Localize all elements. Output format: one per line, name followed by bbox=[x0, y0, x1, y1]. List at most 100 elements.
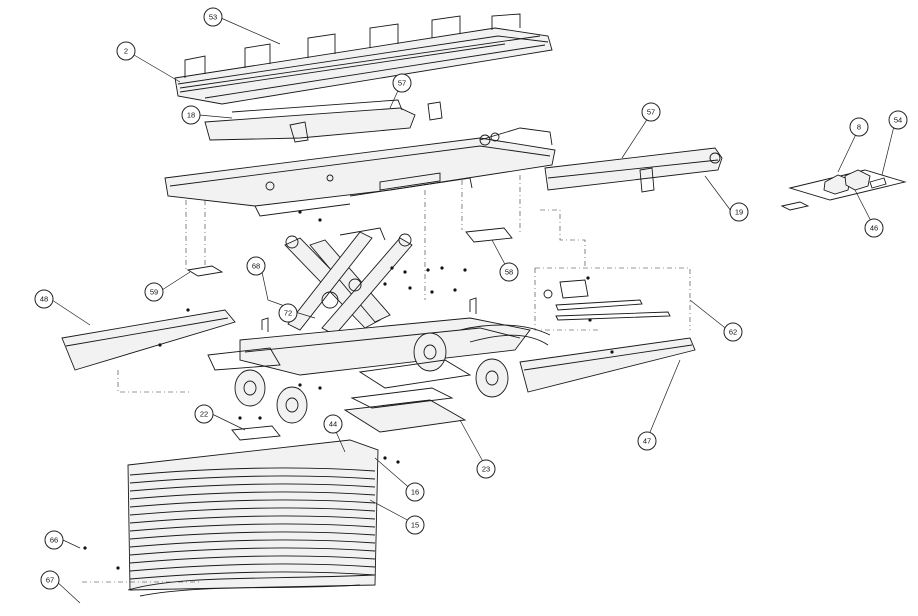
callout-label: 59 bbox=[150, 288, 158, 297]
slide-assembly bbox=[543, 279, 671, 321]
scissor-lift bbox=[284, 227, 413, 336]
side-rail bbox=[544, 147, 723, 193]
callout-label: 47 bbox=[643, 437, 651, 446]
callout-label: 53 bbox=[209, 13, 217, 22]
bellows-fold bbox=[129, 547, 376, 556]
screw bbox=[186, 308, 190, 312]
screw bbox=[610, 350, 614, 354]
callout-label: 16 bbox=[411, 488, 419, 497]
bellows-fold bbox=[129, 571, 376, 580]
callout-label: 44 bbox=[329, 420, 337, 429]
bellows-fold bbox=[129, 499, 376, 508]
callout-18[interactable]: 18 bbox=[181, 105, 201, 125]
callout-label: 15 bbox=[411, 521, 419, 530]
callout-label: 22 bbox=[200, 410, 208, 419]
screw bbox=[383, 282, 387, 286]
small-plates bbox=[186, 227, 513, 441]
callout-label: 66 bbox=[50, 536, 58, 545]
callout-22[interactable]: 22 bbox=[194, 404, 214, 424]
screw bbox=[408, 286, 412, 290]
upper-cross-member bbox=[204, 99, 443, 143]
side-cover-right bbox=[519, 337, 696, 393]
screw bbox=[426, 268, 430, 272]
screw bbox=[396, 460, 400, 464]
screw bbox=[453, 288, 457, 292]
caster-front-right bbox=[276, 386, 308, 424]
callout-label: 19 bbox=[735, 208, 743, 217]
screw bbox=[158, 343, 162, 347]
callout-15[interactable]: 15 bbox=[405, 515, 425, 535]
bellows-fold bbox=[129, 563, 376, 572]
callout-59[interactable]: 59 bbox=[144, 282, 164, 302]
screw bbox=[83, 546, 87, 550]
under-tray bbox=[343, 359, 472, 433]
callout-label: 2 bbox=[124, 47, 128, 56]
screw bbox=[318, 386, 322, 390]
bellows-fold bbox=[129, 531, 376, 540]
callout-53[interactable]: 53 bbox=[203, 7, 223, 27]
callout-58[interactable]: 58 bbox=[499, 262, 519, 282]
bellows-fold bbox=[129, 515, 376, 524]
fasteners bbox=[83, 210, 614, 570]
callout-66[interactable]: 66 bbox=[44, 530, 64, 550]
callout-67[interactable]: 67 bbox=[40, 570, 60, 590]
callout-62[interactable]: 62 bbox=[723, 322, 743, 342]
screw bbox=[440, 266, 444, 270]
callout-label: 72 bbox=[284, 309, 292, 318]
screw bbox=[298, 383, 302, 387]
callout-46[interactable]: 46 bbox=[864, 218, 884, 238]
screw bbox=[258, 416, 262, 420]
screw bbox=[238, 416, 242, 420]
screw bbox=[116, 566, 120, 570]
callout-16[interactable]: 16 bbox=[405, 482, 425, 502]
callout-label: 54 bbox=[894, 116, 902, 125]
callout-44[interactable]: 44 bbox=[323, 414, 343, 434]
callout-label: 67 bbox=[46, 576, 54, 585]
callout-8[interactable]: 8 bbox=[849, 117, 869, 137]
bellows-fold bbox=[129, 483, 376, 492]
caster-rear-left bbox=[413, 332, 447, 372]
screw bbox=[430, 290, 434, 294]
main-frame bbox=[164, 127, 556, 217]
bellows-fold bbox=[129, 523, 376, 532]
callout-68[interactable]: 68 bbox=[246, 256, 266, 276]
screw bbox=[383, 456, 387, 460]
casters bbox=[234, 332, 509, 424]
callout-label: 46 bbox=[870, 224, 878, 233]
bellows-cover bbox=[127, 439, 379, 597]
callout-47[interactable]: 47 bbox=[637, 431, 657, 451]
base-frame bbox=[207, 297, 551, 376]
screw bbox=[403, 270, 407, 274]
callout-57-side[interactable]: 57 bbox=[641, 102, 661, 122]
callout-label: 57 bbox=[647, 108, 655, 117]
caster-rear-right bbox=[475, 358, 509, 398]
bellows-fold bbox=[129, 539, 376, 548]
bellows-fold bbox=[129, 467, 376, 476]
callout-label: 57 bbox=[398, 79, 406, 88]
bellows-fold bbox=[129, 475, 376, 484]
side-cover-left bbox=[61, 309, 236, 371]
callout-label: 18 bbox=[187, 111, 195, 120]
bellows-fold bbox=[129, 491, 376, 500]
callout-19[interactable]: 19 bbox=[729, 202, 749, 222]
callout-48[interactable]: 48 bbox=[34, 289, 54, 309]
callout-2[interactable]: 2 bbox=[116, 41, 136, 61]
callout-23[interactable]: 23 bbox=[476, 459, 496, 479]
caster-front-left bbox=[234, 369, 266, 407]
screw bbox=[390, 266, 394, 270]
callout-72[interactable]: 72 bbox=[278, 303, 298, 323]
callout-label: 23 bbox=[482, 465, 490, 474]
screw bbox=[586, 276, 590, 280]
callout-labels: 53 2 57 18 57 19 8 54 46 58 59 68 48 72 … bbox=[34, 7, 908, 590]
callout-label: 48 bbox=[40, 295, 48, 304]
screw bbox=[588, 318, 592, 322]
callout-label: 68 bbox=[252, 262, 260, 271]
top-rail-assembly bbox=[174, 13, 553, 105]
callout-label: 8 bbox=[857, 123, 861, 132]
callout-label: 58 bbox=[505, 268, 513, 277]
screw bbox=[463, 268, 467, 272]
callout-57[interactable]: 57 bbox=[392, 73, 412, 93]
callout-54[interactable]: 54 bbox=[888, 110, 908, 130]
accessory-kit bbox=[780, 169, 907, 211]
